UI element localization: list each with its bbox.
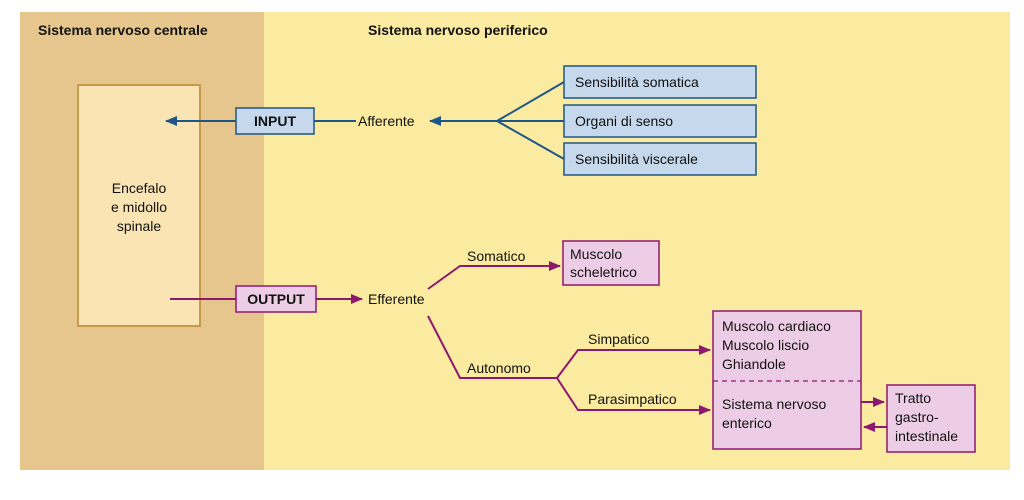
cardiac-muscle-label: Muscolo cardiaco	[722, 318, 831, 334]
cns-label-line3: spinale	[117, 218, 162, 234]
efferent-label: Efferente	[368, 291, 425, 307]
sympathetic-line	[556, 345, 711, 379]
central-header: Sistema nervoso centrale	[38, 22, 208, 38]
gi-tract-box	[886, 384, 976, 453]
smooth-muscle-label: Muscolo liscio	[722, 337, 809, 353]
somatic-label: Somatico	[467, 248, 526, 264]
gi-tract-line2: gastro-	[895, 409, 939, 425]
parasympathetic-label: Parasimpatico	[588, 391, 677, 407]
autonomic-targets-box	[712, 310, 862, 450]
skeletal-muscle-box	[562, 240, 660, 286]
enteric-line2: enterico	[722, 415, 772, 431]
afferent-convergence-lines	[496, 81, 565, 160]
visceral-sensory-box	[563, 142, 757, 176]
skeletal-muscle-line1: Muscolo	[570, 246, 622, 262]
brain-spinal-cord-box	[77, 84, 201, 327]
sense-organs-box	[563, 104, 757, 138]
afferent-label: Afferente	[358, 113, 415, 129]
enteric-line1: Sistema nervoso	[722, 396, 826, 412]
input-label: INPUT	[254, 113, 296, 129]
glands-label: Ghiandole	[722, 356, 786, 372]
gi-tract-line1: Tratto	[895, 390, 931, 406]
somatic-branch-line	[427, 261, 561, 290]
output-label: OUTPUT	[247, 291, 305, 307]
somatic-sensory-label: Sensibilità somatica	[575, 74, 699, 90]
cns-label-line1: Encefalo	[112, 180, 167, 196]
peripheral-header: Sistema nervoso periferico	[368, 22, 548, 38]
autonomic-branch-line	[427, 315, 557, 379]
cns-label-line2: e midollo	[111, 199, 167, 215]
skeletal-muscle-line2: scheletrico	[570, 264, 637, 280]
autonomic-label: Autonomo	[467, 360, 531, 376]
parasympathetic-line	[556, 377, 711, 415]
sense-organs-label: Organi di senso	[575, 113, 673, 129]
sympathetic-label: Simpatico	[588, 331, 650, 347]
input-box	[235, 107, 315, 135]
visceral-sensory-label: Sensibilità viscerale	[575, 151, 698, 167]
gi-tract-line3: intestinale	[895, 428, 958, 444]
output-box	[235, 285, 317, 313]
